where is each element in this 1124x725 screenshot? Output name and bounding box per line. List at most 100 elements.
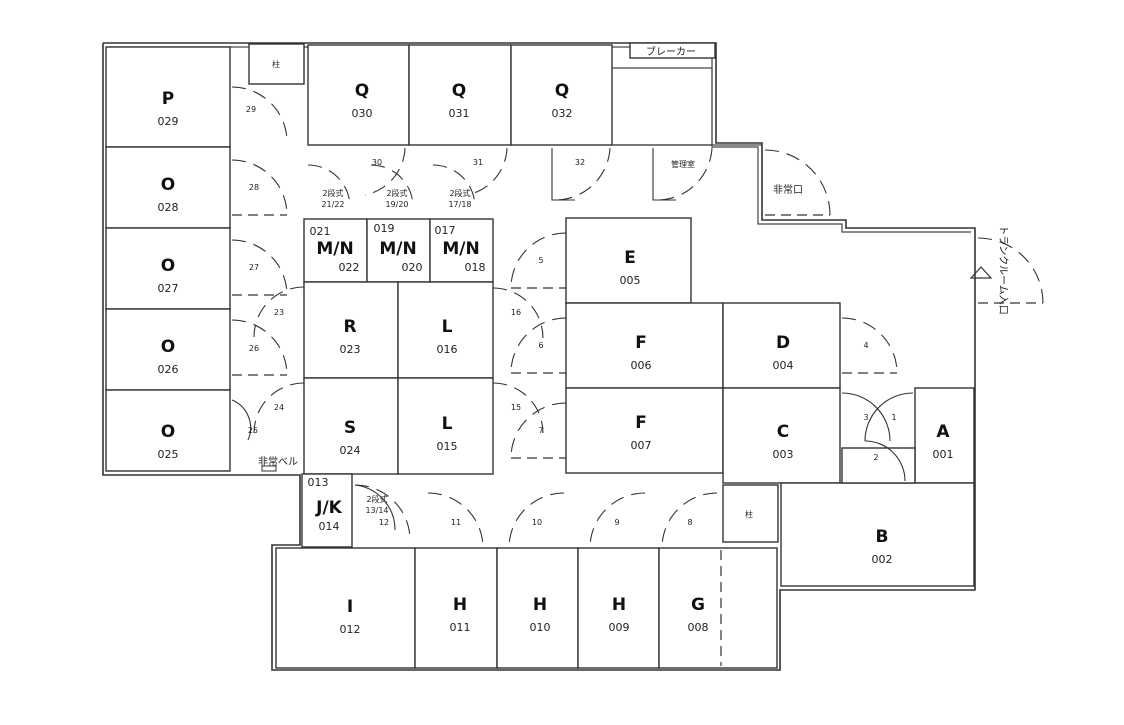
unit-A001[interactable] — [914, 387, 975, 484]
unit-number: 023 — [340, 343, 361, 356]
unit-G008[interactable] — [658, 547, 778, 669]
door-number-label: 10 — [532, 518, 542, 527]
two-tier-range: 21/22 — [321, 200, 344, 209]
unit-O026[interactable] — [105, 308, 231, 391]
door-6[interactable] — [510, 317, 567, 374]
unit-H010[interactable] — [496, 547, 579, 669]
pillar-top-label: 柱 — [272, 59, 280, 69]
unit-top-number: 013 — [308, 476, 329, 489]
unit-MN020[interactable] — [366, 218, 431, 283]
unit-Q031[interactable] — [408, 44, 512, 146]
unit-number: 026 — [158, 363, 179, 376]
door-number-label: 26 — [249, 344, 259, 353]
unit-number: 006 — [631, 359, 652, 372]
unit-letter: L — [442, 414, 453, 434]
door-5[interactable] — [510, 232, 567, 289]
door-23[interactable] — [253, 286, 305, 338]
unit-letter: I — [347, 597, 353, 617]
unit-H009[interactable] — [577, 547, 660, 669]
unit-letter: E — [624, 248, 636, 268]
emergency-bell-icon — [261, 465, 277, 472]
two-tier-label: 2段式 — [386, 188, 407, 198]
unit-H011[interactable] — [414, 547, 498, 669]
management-room-label: 管理室 — [671, 159, 695, 169]
unit-number: 031 — [449, 107, 470, 120]
door-2[interactable] — [864, 440, 906, 482]
unit-number: 029 — [158, 115, 179, 128]
unit-number: 011 — [450, 621, 471, 634]
entrance-triangle-icon — [969, 266, 993, 279]
door-1[interactable] — [864, 392, 914, 442]
unit-D004[interactable] — [722, 302, 841, 389]
unit-JK014[interactable] — [301, 473, 353, 548]
door-8[interactable] — [661, 492, 718, 549]
unit-F006[interactable] — [565, 302, 724, 389]
unit-L015[interactable] — [397, 377, 494, 475]
unit-letter: O — [161, 256, 175, 276]
emergency-exit-door-swing — [764, 149, 831, 216]
door-28[interactable] — [231, 159, 288, 216]
unit-P029[interactable] — [105, 46, 231, 148]
door-2tier-13-14[interactable] — [354, 484, 411, 541]
door-3[interactable] — [841, 392, 891, 442]
door-11[interactable] — [427, 492, 484, 549]
breaker-box — [629, 42, 716, 59]
unit-letter: O — [161, 175, 175, 195]
door-31[interactable] — [466, 147, 508, 196]
door-number-label: 24 — [274, 403, 284, 412]
door-2tier-17-18[interactable] — [432, 164, 476, 208]
unit-number: 002 — [872, 553, 893, 566]
door-12[interactable] — [354, 484, 396, 531]
unit-number: 018 — [465, 261, 486, 274]
door-9[interactable] — [589, 492, 646, 549]
door-4[interactable] — [841, 317, 898, 374]
unit-C003[interactable] — [722, 387, 841, 484]
unit-number: 010 — [530, 621, 551, 634]
unit-number: 014 — [319, 520, 340, 533]
door-2tier-19-20[interactable] — [370, 164, 414, 208]
unit-top-number: 021 — [310, 225, 331, 238]
unit-I012[interactable] — [275, 547, 416, 669]
door-number-label: 28 — [249, 183, 259, 192]
unit-O025[interactable] — [105, 389, 231, 472]
unit-Q030[interactable] — [307, 44, 410, 146]
door-24[interactable] — [253, 382, 305, 434]
unit-L016[interactable] — [397, 281, 494, 379]
unit-letter: M/N — [316, 239, 353, 259]
door-32[interactable] — [554, 147, 611, 201]
unit-number: 016 — [437, 343, 458, 356]
door-30[interactable] — [364, 147, 406, 196]
unit-letter: R — [343, 317, 356, 337]
two-tier-range: 17/18 — [448, 200, 471, 209]
pillar-top — [248, 43, 305, 85]
door-16[interactable] — [492, 287, 544, 339]
unit-MN022[interactable] — [303, 218, 368, 283]
two-tier-label: 2段式 — [366, 494, 387, 504]
unit-top-number: 017 — [435, 224, 456, 237]
pillar-bottom — [722, 484, 779, 543]
unit-E005[interactable] — [565, 217, 692, 304]
unit-MN018[interactable] — [429, 218, 494, 283]
door-number-label: 6 — [538, 341, 543, 350]
door-25[interactable] — [231, 399, 252, 441]
unit-letter: P — [162, 89, 174, 109]
unit-letter: C — [777, 422, 789, 442]
door-7[interactable] — [510, 402, 567, 459]
unit-B002[interactable] — [780, 482, 975, 587]
door-management-room[interactable] — [656, 147, 713, 201]
unit-Q032[interactable] — [510, 44, 613, 146]
breaker-label: ブレーカー — [646, 45, 696, 58]
unit-letter: D — [776, 333, 790, 353]
door-2tier-21-22[interactable] — [307, 164, 351, 208]
unit-O027[interactable] — [105, 227, 231, 310]
unit-O028[interactable] — [105, 146, 231, 229]
door-27[interactable] — [231, 239, 288, 296]
unit-R023[interactable] — [303, 281, 399, 379]
door-number-label: 15 — [511, 403, 521, 412]
door-number-label: 23 — [274, 308, 284, 317]
door-26[interactable] — [231, 319, 288, 376]
door-10[interactable] — [508, 492, 565, 549]
door-29[interactable] — [231, 86, 288, 143]
door-15[interactable] — [492, 382, 544, 434]
